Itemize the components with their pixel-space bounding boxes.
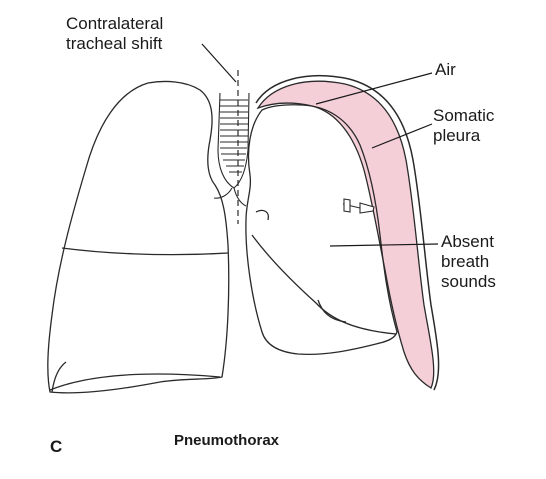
pin-point bbox=[360, 203, 374, 213]
label-tracheal-shift: Contralateral tracheal shift bbox=[66, 14, 164, 53]
leader-lines bbox=[202, 44, 438, 246]
air-space bbox=[258, 81, 434, 388]
left-bronchus bbox=[234, 188, 246, 206]
right-lung-oblique-fissure bbox=[50, 374, 220, 390]
trachea bbox=[214, 93, 249, 206]
label-air: Air bbox=[435, 60, 456, 79]
left-lung-collapsed bbox=[246, 105, 397, 355]
left-lung-outline bbox=[246, 105, 397, 355]
right-lung-outline bbox=[48, 81, 229, 392]
figure-title: Pneumothorax bbox=[174, 432, 280, 449]
label-absent-breath-sounds: Absent breath sounds bbox=[441, 232, 496, 291]
pleural-space bbox=[256, 76, 439, 390]
left-lung-oblique-fissure bbox=[252, 235, 396, 334]
trachea-rings bbox=[220, 100, 248, 172]
panel-letter: C bbox=[50, 437, 63, 456]
leader-somatic bbox=[372, 124, 432, 148]
right-lung bbox=[48, 81, 229, 392]
right-bronchus bbox=[214, 188, 232, 198]
leader-air bbox=[316, 73, 432, 104]
leader-absent bbox=[330, 244, 438, 246]
left-lung-lingula bbox=[318, 300, 346, 322]
leader-tracheal bbox=[202, 44, 236, 82]
right-lung-horizontal-fissure bbox=[62, 248, 228, 255]
right-lung-lower-edge bbox=[52, 362, 66, 392]
trachea-outline bbox=[218, 93, 249, 188]
pin-marker bbox=[343, 199, 374, 213]
label-somatic-pleura: Somatic pleura bbox=[433, 106, 495, 145]
somatic-pleura-line bbox=[256, 76, 439, 390]
left-lung-hilum bbox=[256, 210, 268, 220]
pin-head bbox=[344, 199, 350, 212]
